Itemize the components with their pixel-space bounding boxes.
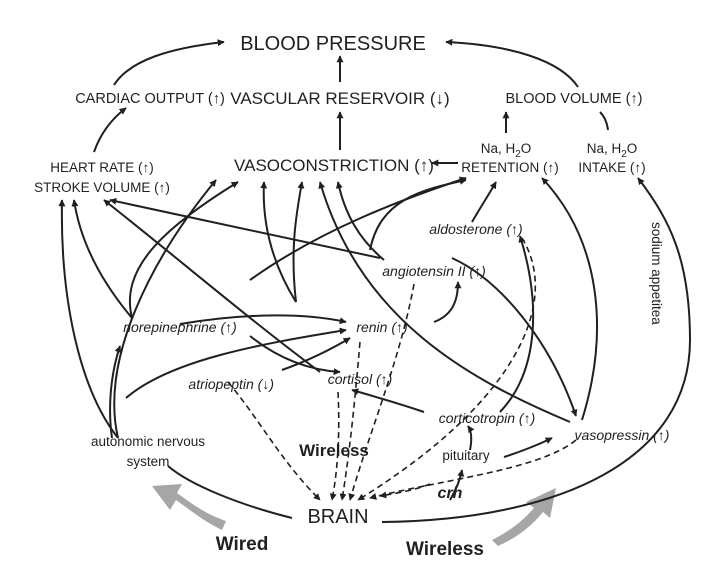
arrow-bloodvol-to-bp [445, 38, 579, 88]
node-vasopressin: vasopressin (↑) [575, 427, 670, 443]
node-ans-line2: system [127, 454, 170, 469]
arrow-angiotensin-up [433, 281, 462, 323]
arrow-ans-to-renin [125, 327, 347, 399]
node-aldosterone: aldosterone (↑) [429, 221, 522, 237]
arrow-ans-to-strokevol-a [58, 199, 119, 439]
node-renin: renin (↑) [356, 319, 407, 335]
node-atriopeptin: atriopeptin (↓) [188, 376, 274, 392]
node-retention: RETENTION (↑) [461, 160, 559, 175]
node-vasoconstriction: VASOCONSTRICTION (↑) [234, 156, 434, 175]
dashed-atrio-to-brain [227, 381, 321, 501]
arrow-pituitary-to-corticotropin [467, 425, 475, 451]
arrow-angiotensin-to-vasoconstr [335, 181, 385, 261]
arrow-vasopressin-to-vasoconstr [318, 181, 571, 423]
label-wireless-bottom: Wireless [406, 539, 484, 560]
node-cardiac-output: CARDIAC OUTPUT (↑) [75, 91, 225, 107]
arrow-cortisol-to-strokevol [103, 199, 321, 373]
arrow-intake-to-bloodvol [599, 111, 609, 131]
arrow-brain-to-ans [167, 465, 293, 519]
node-angiotensin: angiotensin II (↑) [382, 263, 486, 279]
arrow-cardiac-to-bp [113, 39, 225, 86]
node-norepinephrine: norepinephrine (↑) [123, 319, 237, 335]
arrow-angiotensin-down [451, 257, 578, 417]
node-intake: INTAKE (↑) [578, 160, 645, 175]
wireless-big-arrow [492, 488, 556, 546]
dashed-aldosterone-to-brain [357, 237, 536, 501]
arrow-norepi-to-vasoconstr [128, 181, 239, 319]
arrow-norepi-to-retention [249, 176, 467, 281]
arrow-ans-to-norepi [109, 345, 122, 439]
node-intake-top: Na, H2O [587, 141, 638, 160]
arrow-x-to-vasoconstr-2 [292, 181, 305, 303]
arrow-corticotropin-to-cortisol [351, 388, 425, 413]
label-wired: Wired [216, 534, 269, 555]
wired-big-arrow [152, 484, 226, 530]
arrow-angiotensin-to-strokevol [109, 197, 381, 259]
arrow-corticotropin-to-aldosterone [499, 235, 535, 413]
arrow-norepi-to-strokevol [71, 199, 133, 319]
arrow-angiotensin-to-retention [369, 177, 467, 251]
arrow-sodium-appetite [381, 177, 692, 523]
node-brain: BRAIN [307, 506, 368, 528]
label-sodium-appetite: sodium appetitea [649, 222, 664, 325]
arrow-vasopressin-to-retention [541, 177, 599, 421]
arrow-ans-to-strokevol-b [113, 179, 217, 439]
arrow-x-to-vasoconstr-1 [260, 181, 297, 303]
node-pituitary: pituitary [442, 448, 490, 463]
node-ans-line1: autonomic nervous [91, 434, 205, 449]
node-vascular-reservoir: VASCULAR RESERVOIR (↓) [230, 89, 449, 108]
dashed-crh-to-brain [379, 483, 431, 499]
label-wireless-center: Wireless [299, 441, 369, 460]
dashed-angiotensin-to-brain [348, 283, 415, 501]
arrow-norepi-to-renin [179, 314, 347, 325]
dashed-renin-to-brain [339, 341, 361, 501]
node-heart-rate: HEART RATE (↑) [50, 160, 154, 175]
arrow-atrio-to-renin [281, 337, 351, 371]
label-crh: crh [438, 485, 463, 502]
node-retention-top: Na, H2O [481, 141, 532, 160]
arrow-norepi-to-cortisol [249, 335, 341, 376]
arrow-aldosterone-to-retention [471, 181, 497, 223]
node-blood-volume: BLOOD VOLUME (↑) [506, 91, 643, 107]
arrow-heartrate-to-cardiac [93, 107, 127, 153]
node-corticotropin: corticotropin (↑) [439, 410, 535, 426]
dashed-cortisol-to-brain [329, 391, 340, 501]
node-stroke-volume: STROKE VOLUME (↑) [34, 180, 170, 195]
node-blood-pressure: BLOOD PRESSURE [240, 33, 426, 55]
arrow-pituitary-to-vasopressin [503, 437, 553, 458]
node-cortisol: cortisol (↑) [328, 371, 393, 387]
arrow-crh-to-pituitary [449, 469, 465, 501]
